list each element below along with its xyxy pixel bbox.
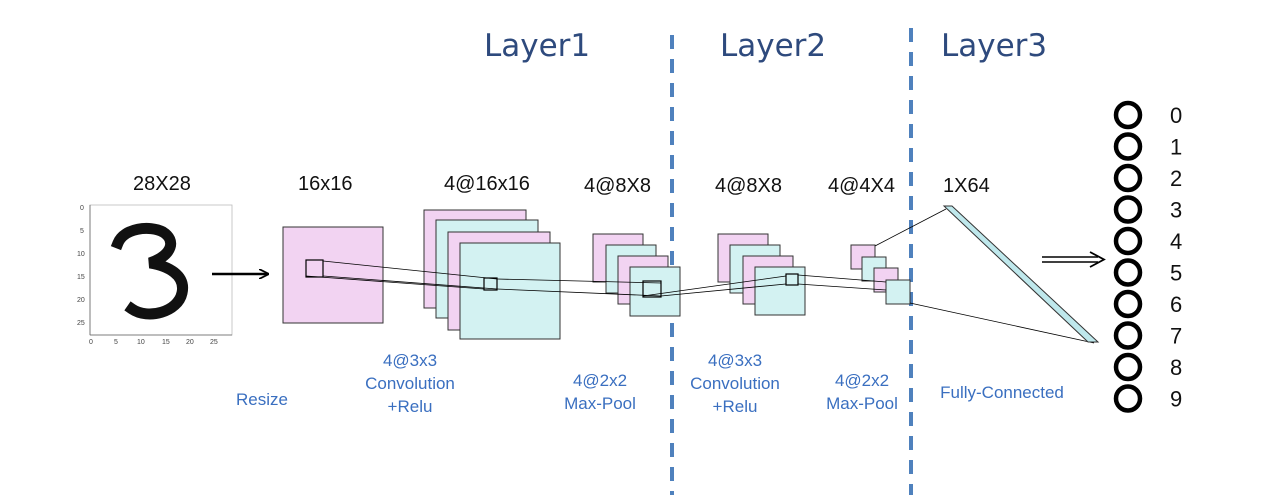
y-tick: 10 bbox=[77, 251, 85, 258]
output-label: 7 bbox=[1170, 324, 1182, 349]
output-label: 6 bbox=[1170, 292, 1182, 317]
conv1-caption-line3: +Relu bbox=[388, 397, 433, 416]
x-tick: 0 bbox=[89, 339, 93, 346]
conv1-caption-line1: 4@3x3 bbox=[383, 351, 437, 370]
digit-three-glyph bbox=[110, 222, 188, 320]
x-tick: 20 bbox=[186, 339, 194, 346]
output-neurons: 0 1 2 3 4 5 6 7 8 9 bbox=[1113, 100, 1182, 413]
output-label: 5 bbox=[1170, 261, 1182, 286]
layer3-title: Layer3 bbox=[941, 28, 1047, 64]
conv2-caption-line2: Convolution bbox=[690, 374, 780, 393]
flattened-vector bbox=[942, 205, 1100, 343]
output-label: 1 bbox=[1170, 135, 1182, 160]
x-tick: 10 bbox=[137, 339, 145, 346]
output-label: 3 bbox=[1170, 198, 1182, 223]
y-tick: 25 bbox=[77, 320, 85, 327]
output-neuron bbox=[1113, 132, 1143, 161]
y-tick: 0 bbox=[80, 205, 84, 212]
input-size-label: 28X28 bbox=[133, 173, 191, 195]
x-tick: 5 bbox=[114, 339, 118, 346]
conv1-size-label: 4@16x16 bbox=[444, 173, 530, 195]
conv1-feature-maps bbox=[423, 209, 561, 340]
pool2-caption-line1: 4@2x2 bbox=[835, 371, 889, 390]
output-label: 9 bbox=[1170, 387, 1182, 412]
output-label: 2 bbox=[1170, 166, 1182, 191]
resized-map bbox=[282, 226, 384, 324]
x-tick: 15 bbox=[162, 339, 170, 346]
output-label: 0 bbox=[1170, 103, 1182, 128]
y-tick: 15 bbox=[77, 274, 85, 281]
output-neuron bbox=[1113, 352, 1143, 382]
pool2-caption-line2: Max-Pool bbox=[826, 394, 898, 413]
conv2-caption-line1: 4@3x3 bbox=[708, 351, 762, 370]
pool1-window bbox=[642, 280, 662, 298]
conv2-size-label: 4@8X8 bbox=[715, 175, 782, 197]
pool1-feature-maps bbox=[592, 233, 681, 317]
pool1-size-label: 4@8X8 bbox=[584, 175, 651, 197]
conv1-caption-line2: Convolution bbox=[365, 374, 455, 393]
fc-caption: Fully-Connected bbox=[940, 383, 1064, 402]
conv2-window bbox=[785, 273, 799, 286]
resized-size-label: 16x16 bbox=[298, 173, 353, 195]
conv2-caption-line3: +Relu bbox=[713, 397, 758, 416]
flat-size-label: 1X64 bbox=[943, 175, 990, 197]
y-tick: 20 bbox=[77, 297, 85, 304]
output-neuron bbox=[1113, 321, 1143, 350]
layer1-title: Layer1 bbox=[484, 28, 590, 64]
output-neuron bbox=[1113, 289, 1143, 319]
output-neuron bbox=[1113, 100, 1143, 130]
x-tick: 25 bbox=[210, 339, 218, 346]
y-tick: 5 bbox=[80, 228, 84, 235]
pool2-feature-maps bbox=[850, 244, 911, 305]
layer2-title: Layer2 bbox=[720, 28, 826, 64]
pool1-caption-line2: Max-Pool bbox=[564, 394, 636, 413]
output-arrow bbox=[1042, 251, 1106, 268]
input-digit-image: 0 5 10 15 20 25 0 5 10 15 20 25 bbox=[77, 204, 233, 346]
output-label: 4 bbox=[1170, 229, 1182, 254]
resize-caption: Resize bbox=[236, 390, 288, 409]
output-label: 8 bbox=[1170, 355, 1182, 380]
pool2-size-label: 4@4X4 bbox=[828, 175, 895, 197]
output-neuron bbox=[1113, 384, 1143, 413]
pool1-caption-line1: 4@2x2 bbox=[573, 371, 627, 390]
output-neuron bbox=[1113, 195, 1143, 224]
output-neuron bbox=[1113, 163, 1143, 193]
conv2-feature-maps bbox=[717, 233, 806, 316]
output-neuron bbox=[1113, 258, 1143, 287]
connection-lines bbox=[305, 208, 1095, 344]
output-neuron bbox=[1113, 226, 1143, 256]
